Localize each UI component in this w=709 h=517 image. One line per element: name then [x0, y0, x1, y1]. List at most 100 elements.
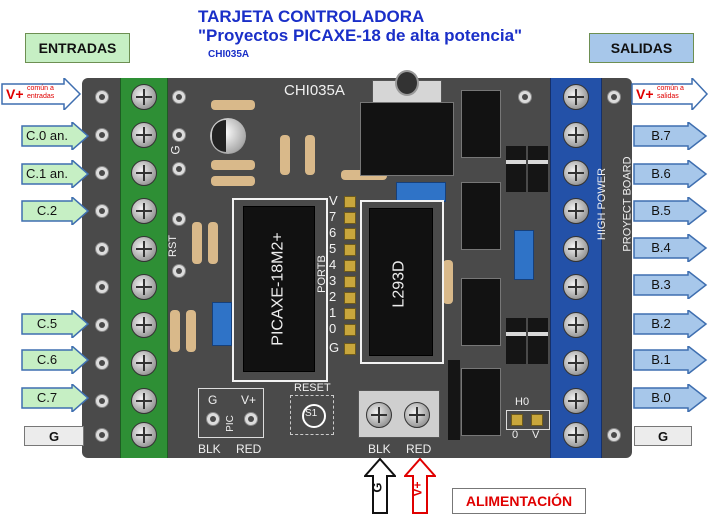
- resistor: [305, 135, 315, 175]
- vplus-output-note-1: común a: [657, 85, 684, 92]
- inputs-header: ENTRADAS: [25, 33, 130, 63]
- input-pad: [95, 242, 109, 256]
- board-g-label: G: [169, 145, 183, 154]
- input-ground-label: G: [24, 426, 84, 446]
- resistor: [211, 176, 255, 186]
- diode: [448, 360, 460, 440]
- resistor: [211, 160, 255, 170]
- output-label-b3: B.3: [634, 275, 688, 295]
- board-pad: [518, 90, 532, 104]
- vplus-input-note-2: entradas: [27, 93, 54, 100]
- portb-pin-label: 6: [329, 225, 336, 240]
- vplus-input-label: V+: [6, 86, 24, 102]
- outputs-header: SALIDAS: [589, 33, 694, 63]
- output-label-b5: B.5: [634, 201, 688, 221]
- input-pad: [95, 318, 109, 332]
- portb-pin-label: 1: [329, 305, 336, 320]
- input-screw-terminal: [131, 350, 157, 376]
- input-pad: [95, 166, 109, 180]
- prog-pad: [206, 412, 220, 426]
- driver-label: L293D: [391, 260, 409, 307]
- title-line-1: TARJETA CONTROLADORA: [198, 8, 424, 26]
- input-label-c2: C.2: [22, 201, 72, 221]
- output-label-b1: B.1: [634, 350, 688, 370]
- prog-pad: [244, 412, 258, 426]
- output-ground-label: G: [634, 426, 692, 446]
- resistor: [208, 222, 218, 264]
- rst-label: RST: [167, 235, 179, 257]
- input-pad: [95, 90, 109, 104]
- diode-band: [528, 332, 548, 336]
- blue-capacitor: [212, 302, 232, 346]
- board-pad: [172, 162, 186, 176]
- portb-pin-label: 3: [329, 273, 336, 288]
- input-pad: [95, 128, 109, 142]
- vplus-output-note-2: salidas: [657, 93, 679, 100]
- output-screw-terminal: [563, 198, 589, 224]
- header-pin: [344, 228, 356, 240]
- input-pad: [95, 394, 109, 408]
- diode-band: [528, 160, 548, 164]
- title-code: CHI035A: [208, 49, 249, 60]
- portb-label: PORTB: [316, 255, 328, 293]
- regulator-mount-hole: [395, 70, 419, 96]
- power-transistor: [461, 368, 501, 436]
- diode: [506, 146, 526, 192]
- diode-band: [506, 160, 526, 164]
- input-pad: [95, 280, 109, 294]
- input-screw-terminal: [131, 122, 157, 148]
- header-pin: [344, 276, 356, 288]
- board-pad: [172, 212, 186, 226]
- header-pin: [344, 244, 356, 256]
- board-pad: [172, 128, 186, 142]
- input-screw-terminal: [131, 236, 157, 262]
- prog-vplus-label: V+: [241, 393, 256, 407]
- vplus-output-label: V+: [636, 86, 654, 102]
- resistor: [211, 100, 255, 110]
- resistor: [192, 222, 202, 264]
- portb-pin-label: G: [329, 340, 339, 355]
- resistor: [443, 260, 453, 304]
- output-pad: [607, 90, 621, 104]
- input-screw-terminal: [131, 160, 157, 186]
- power-vplus-label: V+: [411, 481, 425, 496]
- output-label-b7: B.7: [634, 126, 688, 146]
- input-screw-terminal: [131, 198, 157, 224]
- header-pin: [344, 196, 356, 208]
- power-screw-terminal: [404, 402, 430, 428]
- resistor: [186, 310, 196, 352]
- jumper-pin: [531, 414, 543, 426]
- portb-pin-label: 5: [329, 241, 336, 256]
- jumper-0-label: 0: [512, 429, 518, 441]
- portb-pin-label: 4: [329, 257, 336, 272]
- power-label: ALIMENTACIÓN: [452, 488, 586, 514]
- input-screw-terminal: [131, 422, 157, 448]
- portb-pin-label: V: [329, 193, 338, 208]
- header-pin: [344, 343, 356, 355]
- diode: [528, 318, 548, 364]
- output-screw-terminal: [563, 388, 589, 414]
- blue-capacitor: [514, 230, 534, 280]
- input-pad: [95, 204, 109, 218]
- input-label-c1: C.1 an.: [22, 164, 72, 184]
- input-label-c7: C.7: [22, 388, 72, 408]
- power-red-label: RED: [406, 442, 431, 456]
- reset-label: RESET: [294, 382, 331, 394]
- output-screw-terminal: [563, 160, 589, 186]
- header-pin: [344, 308, 356, 320]
- jumper-label: H0: [515, 396, 529, 408]
- portb-pin-label: 7: [329, 209, 336, 224]
- prog-blk-label: BLK: [198, 442, 221, 456]
- input-pad: [95, 356, 109, 370]
- diode-band: [506, 332, 526, 336]
- side-text-high-power: HIGH POWER: [596, 168, 608, 240]
- jumper-pin: [511, 414, 523, 426]
- resistor: [170, 310, 180, 352]
- input-label-c0: C.0 an.: [22, 126, 72, 146]
- switch-label: S1: [305, 408, 317, 419]
- output-label-b2: B.2: [634, 314, 688, 334]
- jumper-v-label: V: [532, 429, 539, 441]
- input-screw-terminal: [131, 84, 157, 110]
- voltage-regulator: [360, 102, 454, 176]
- power-blk-label: BLK: [368, 442, 391, 456]
